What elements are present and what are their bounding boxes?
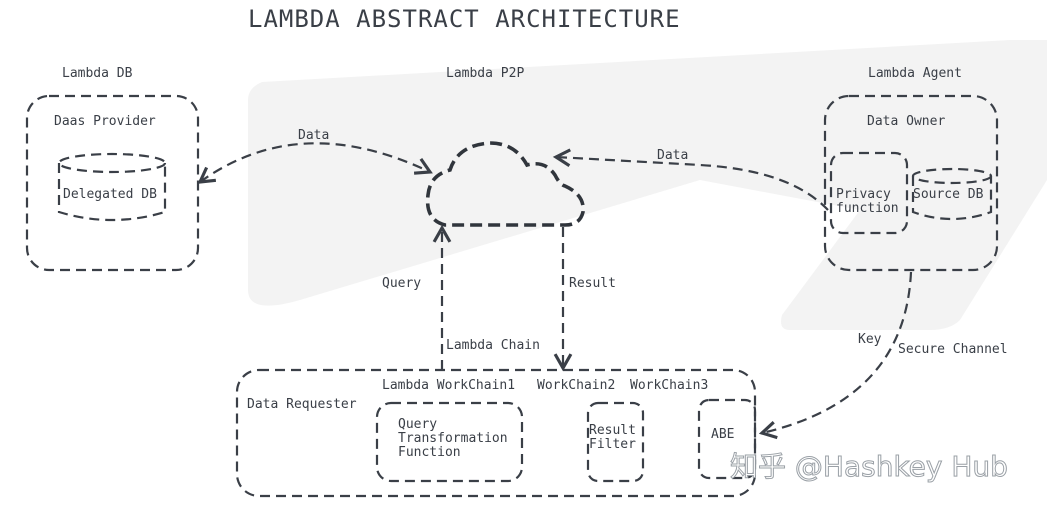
query-transformation-line2: Transformation	[398, 431, 508, 446]
workchain2-label: WorkChain2	[537, 378, 615, 393]
privacy-function-box[interactable]	[829, 151, 909, 235]
key-edge	[758, 271, 913, 440]
page-title: LAMBDA ABSTRACT ARCHITECTURE	[248, 5, 681, 33]
query-edge-label: Query	[382, 276, 421, 291]
daas-provider-label: Daas Provider	[54, 114, 156, 129]
abe-label: ABE	[711, 427, 734, 442]
query-transformation-line3: Function	[398, 445, 461, 460]
privacy-function-line2: function	[836, 201, 899, 216]
lambda-chain-label: Lambda Chain	[446, 338, 540, 353]
data-edge-agent-p2p	[552, 148, 829, 211]
watermark: 知乎 @Hashkey Hub	[730, 450, 1008, 483]
p2p-cloud-icon[interactable]	[425, 141, 585, 227]
workchain1-label: Lambda WorkChain1	[382, 378, 515, 393]
source-db-label: Source DB	[913, 187, 984, 202]
workchain3-label: WorkChain3	[630, 378, 708, 393]
background-shape	[248, 40, 1047, 330]
data-requester-box[interactable]	[235, 368, 757, 498]
data-edge-agent-label: Data	[657, 148, 688, 163]
delegated-db-icon[interactable]	[57, 152, 167, 222]
lambda-p2p-label: Lambda P2P	[446, 66, 524, 81]
privacy-function-line1: Privacy	[836, 187, 891, 202]
data-owner-label: Data Owner	[867, 114, 945, 129]
query-transformation-line1: Query	[398, 417, 437, 432]
lambda-agent-label: Lambda Agent	[868, 66, 962, 81]
query-transformation-box[interactable]	[375, 401, 524, 483]
delegated-db-label: Delegated DB	[63, 187, 157, 202]
result-filter-line1: Result	[589, 423, 636, 438]
source-db-icon[interactable]	[911, 167, 993, 221]
data-requester-label: Data Requester	[247, 397, 357, 412]
secure-channel-label: Secure Channel	[898, 342, 1008, 357]
data-edge-db-p2p	[197, 142, 433, 184]
lambda-db-label: Lambda DB	[62, 66, 133, 81]
data-owner-box[interactable]	[823, 94, 999, 272]
result-filter-line2: Filter	[589, 437, 636, 452]
key-edge-label: Key	[858, 332, 882, 347]
result-edge-label: Result	[569, 276, 616, 291]
result-filter-box[interactable]	[586, 401, 645, 483]
data-edge-db-label: Data	[298, 128, 329, 143]
abe-box[interactable]	[697, 398, 757, 480]
